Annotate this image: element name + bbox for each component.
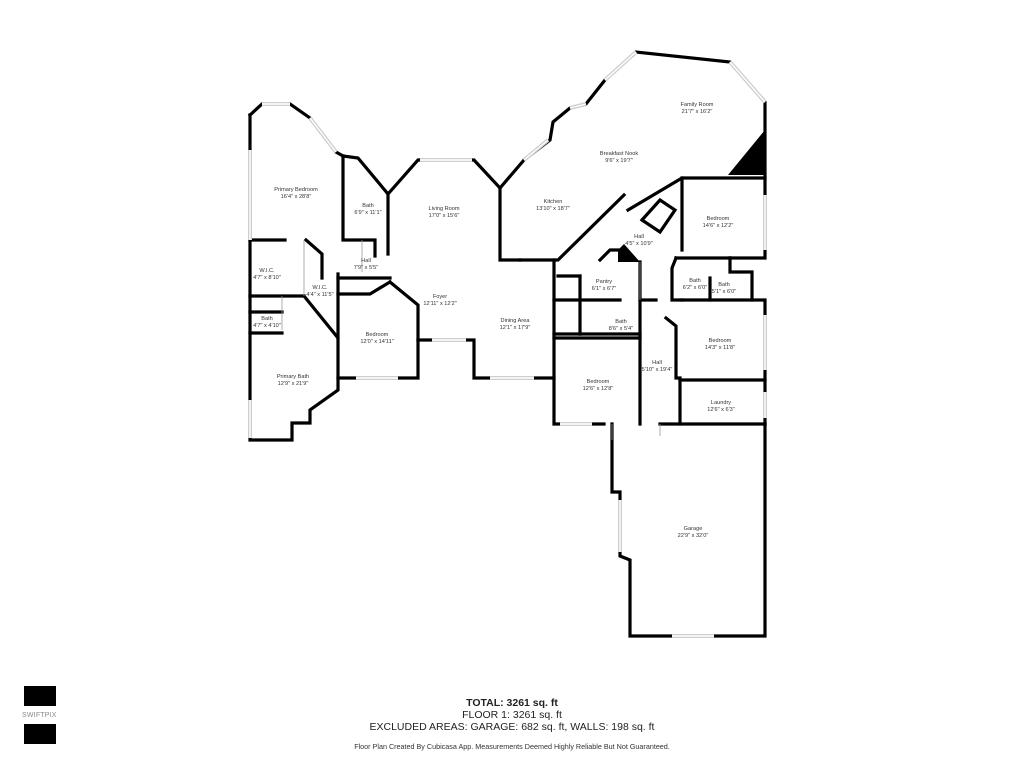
room-dim-bath-center: 8'6" x 5'4" [609,326,633,332]
room-dim-hall-center: 4'5" x 10'9" [625,241,653,247]
room-dim-wic-1: 4'7" x 8'10" [253,275,281,281]
room-dim-bedroom-ne: 14'6" x 12'2" [703,223,734,229]
west-wing-walls [247,102,420,442]
room-dim-bedroom-s: 12'6" x 12'8" [583,386,614,392]
room-dim-living-room: 17'0" x 15'6" [429,213,460,219]
room-dim-breakfast-nook: 9'6" x 19'7" [605,158,633,164]
floor1-area: FLOOR 1: 3261 sq. ft [462,709,562,721]
disclaimer: Floor Plan Created By Cubicasa App. Meas… [354,742,670,751]
room-dim-bath-e1: 6'2" x 6'0" [683,285,707,291]
room-name-laundry: Laundry [711,400,731,406]
room-dim-dining-area: 12'1" x 17'9" [500,325,531,331]
room-dim-bath-sw: 4'7" x 4'10" [253,323,281,329]
swiftpix-logo: SWIFTPIX [22,686,57,744]
room-labels: Family Room 21'7" x 16'2" Breakfast Nook… [253,102,736,539]
central-walls [385,158,556,380]
excluded-areas: EXCLUDED AREAS: GARAGE: 682 sq. ft, WALL… [369,721,655,733]
room-name-garage: Garage [684,526,703,532]
room-name-hall-center: Hall [634,234,644,240]
logo-block-top [24,686,56,706]
room-name-kitchen: Kitchen [544,199,563,205]
room-name-hall-west: Hall [361,258,371,264]
room-name-wic-1: W.I.C. [259,268,275,274]
fireplace-block [728,130,765,175]
room-dim-foyer: 12'11" x 12'2" [423,301,456,307]
room-dim-laundry: 12'6" x 6'3" [707,407,735,413]
windows [248,50,767,638]
total-area: TOTAL: 3261 sq. ft [466,697,558,709]
logo-text: SWIFTPIX [22,712,57,719]
room-dim-bedroom-e: 14'3" x 11'8" [705,345,735,351]
room-dim-bath-e2: 5'1" x 6'0" [712,289,736,295]
logo-block-bottom [24,724,56,744]
room-name-dining-area: Dining Area [501,318,531,324]
room-name-bath-sw: Bath [261,316,273,322]
room-name-hall-east: Hall [652,360,662,366]
room-name-wic-2: W.I.C. [312,285,328,291]
room-dim-bedroom-w: 12'0" x 14'11" [360,339,393,345]
room-name-bedroom-s: Bedroom [587,379,610,385]
door-openings [281,240,661,440]
room-dim-garage: 22'9" x 32'0" [678,533,709,539]
room-name-bedroom-ne: Bedroom [707,216,730,222]
room-name-bath-e1: Bath [689,278,701,284]
room-name-bath-e2: Bath [718,282,730,288]
room-dim-wic-2: 4'4" x 11'5" [306,292,333,298]
room-name-bedroom-w: Bedroom [366,332,389,338]
room-dim-kitchen: 13'10" x 18'7" [536,206,570,212]
room-dim-family-room: 21'7" x 16'2" [682,109,713,115]
room-name-bath-nw: Bath [362,203,374,209]
room-dim-pantry: 6'1" x 6'7" [592,286,616,292]
room-name-primary-bath: Primary Bath [277,374,309,380]
room-dim-primary-bedroom: 16'4" x 28'8" [281,194,312,200]
room-dim-primary-bath: 12'9" x 21'9" [278,381,309,387]
garage-walls [610,422,767,638]
room-name-primary-bedroom: Primary Bedroom [274,187,318,193]
room-name-bath-center: Bath [615,319,627,325]
room-dim-bath-nw: 6'9" x 11'1" [354,210,381,216]
room-dim-hall-east: 5'10" x 19'4" [642,367,673,373]
room-name-living-room: Living Room [428,206,459,212]
room-dim-hall-west: 7'9" x 5'5" [354,265,378,271]
stair-block [618,244,640,262]
room-name-pantry: Pantry [596,279,612,285]
room-name-family-room: Family Room [681,102,714,108]
room-name-bedroom-e: Bedroom [709,338,732,344]
room-name-breakfast-nook: Breakfast Nook [600,151,638,157]
east-walls [658,255,767,426]
room-name-foyer: Foyer [433,294,447,300]
center-utility-walls [552,248,658,426]
